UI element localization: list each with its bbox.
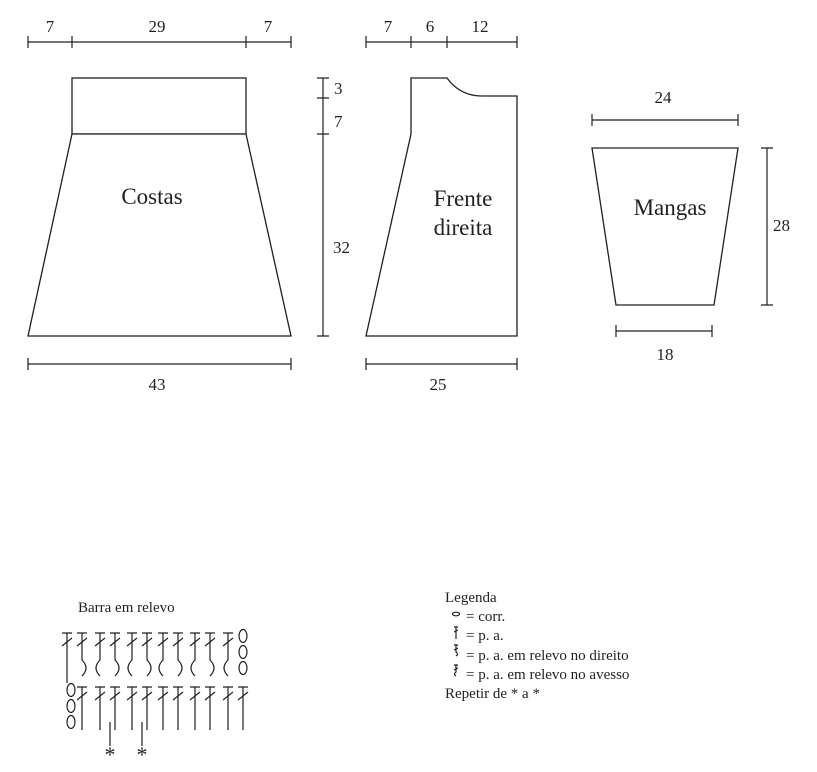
dim-label: 43 <box>149 375 166 394</box>
double-crochet-stitch <box>94 686 106 730</box>
double-crochet-stitch <box>126 632 138 677</box>
dim-label: 29 <box>149 17 166 36</box>
repeat-mark-end: * <box>137 742 148 767</box>
dim-label: 12 <box>472 17 489 36</box>
double-crochet-stitch <box>141 686 153 730</box>
dim-label: 18 <box>657 345 674 364</box>
dim-label: 7 <box>384 17 393 36</box>
double-crochet-stitch <box>126 686 138 730</box>
dim-label: 3 <box>334 79 343 98</box>
costas-top-dimension: 7 29 7 <box>27 17 292 48</box>
chart-title: Barra em relevo <box>78 600 175 616</box>
chain-stitch <box>238 644 248 660</box>
frente-piece: Frente direita 7 6 12 25 <box>365 17 518 394</box>
double-crochet-icon <box>453 626 459 639</box>
repeat-lines <box>109 722 143 746</box>
front-post-dc-icon <box>453 644 459 657</box>
double-crochet-stitch <box>157 686 169 730</box>
chain-stitch-icon <box>451 611 461 617</box>
double-crochet-stitch <box>204 686 216 730</box>
dim-label: 7 <box>46 17 55 36</box>
double-crochet-stitch <box>61 632 73 683</box>
frente-bottom-dimension: 25 <box>365 358 518 394</box>
mangas-piece: Mangas 24 18 28 <box>591 88 790 364</box>
frente-top-dimension: 7 6 12 <box>365 17 518 48</box>
front-post-dc-stitch <box>109 632 121 677</box>
costas-bottom-dimension: 43 <box>27 358 292 394</box>
legend-repeat-note: Repetir de * a * <box>445 686 540 702</box>
back-post-dc-icon <box>453 664 459 677</box>
dim-label: 7 <box>264 17 273 36</box>
mangas-top-dimension: 24 <box>591 88 739 126</box>
chain-stitch <box>66 682 76 698</box>
mangas-body <box>591 147 739 306</box>
double-crochet-stitch <box>222 632 234 677</box>
costas-yoke <box>71 77 247 135</box>
double-crochet-stitch <box>189 686 201 730</box>
dim-label: 24 <box>655 88 673 107</box>
legend-item: = p. a. em relevo no direito <box>466 648 629 664</box>
costas-piece: Costas 7 29 7 43 3 7 32 <box>27 17 350 394</box>
chain-stitch <box>66 698 76 714</box>
double-crochet-stitch <box>237 686 249 730</box>
double-crochet-stitch <box>157 632 169 677</box>
double-crochet-stitch <box>172 686 184 730</box>
frente-label-line1: Frente <box>434 186 493 211</box>
frente-body <box>365 77 518 337</box>
frente-label-line2: direita <box>434 215 493 240</box>
dim-label: 28 <box>773 216 790 235</box>
legend-title: Legenda <box>445 590 497 606</box>
double-crochet-stitch <box>109 686 121 730</box>
double-crochet-stitch <box>222 686 234 730</box>
double-crochet-stitch <box>76 686 88 730</box>
front-post-dc-stitch <box>141 632 153 677</box>
dim-label: 25 <box>430 375 447 394</box>
dim-label: 7 <box>334 112 343 131</box>
chain-stitch <box>238 628 248 644</box>
dim-label: 6 <box>426 17 435 36</box>
double-crochet-stitch <box>94 632 106 677</box>
costas-side-dimension: 3 7 32 <box>317 77 350 337</box>
chain-stitch <box>238 660 248 676</box>
legend-item: = corr. <box>466 609 505 625</box>
front-post-dc-stitch <box>76 632 88 677</box>
legend-item: = p. a. <box>466 628 504 644</box>
repeat-mark-start: * <box>105 742 116 767</box>
mangas-side-dimension: 28 <box>761 147 790 306</box>
stitch-chart: Barra em relevo * * <box>61 600 249 767</box>
front-post-dc-stitch <box>204 632 216 677</box>
chart-stitches <box>61 628 249 730</box>
mangas-bottom-dimension: 18 <box>615 325 713 364</box>
double-crochet-stitch <box>189 632 201 677</box>
costas-body <box>27 133 292 337</box>
mangas-label: Mangas <box>634 195 707 220</box>
costas-label: Costas <box>121 184 182 209</box>
legend-item: = p. a. em relevo no avesso <box>466 667 629 683</box>
chain-stitch <box>66 714 76 730</box>
dim-label: 32 <box>333 238 350 257</box>
legend: Legenda = corr. = p. a. = p. a. em relev… <box>445 590 629 702</box>
front-post-dc-stitch <box>172 632 184 677</box>
